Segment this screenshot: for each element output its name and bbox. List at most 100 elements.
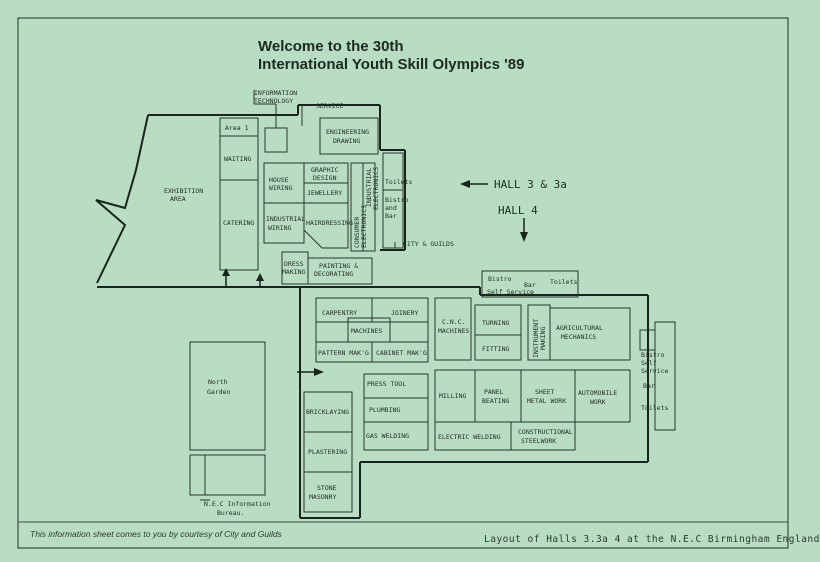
label-north-garden: North bbox=[208, 378, 228, 386]
label-industrial-electronics: INDUSTRIAL bbox=[365, 168, 373, 207]
room-bistro-right bbox=[654, 321, 676, 431]
svg-text:MAKING: MAKING bbox=[539, 326, 547, 350]
label-graphic-design: GRAPHIC bbox=[311, 166, 338, 174]
svg-text:ELECTRONICS: ELECTRONICS bbox=[360, 205, 368, 248]
label-hall-4: HALL 4 bbox=[498, 204, 538, 217]
label-milling: MILLING bbox=[439, 392, 466, 400]
svg-text:Self Service: Self Service bbox=[487, 288, 534, 296]
area-north-garden bbox=[189, 341, 266, 451]
label-fitting: FITTING bbox=[482, 345, 509, 353]
room-automobile-work bbox=[574, 369, 631, 423]
title-line-1: Welcome to the 30th bbox=[258, 38, 404, 55]
label-cnc-machines: C.N.C. bbox=[442, 318, 465, 326]
room-industrial-wiring bbox=[263, 202, 305, 244]
label-machines: MACHINES bbox=[351, 327, 382, 335]
label-panel-beating: PANEL bbox=[484, 388, 504, 396]
label-jewellery: JEWELLERY bbox=[307, 189, 342, 197]
room-cnc-machines bbox=[434, 297, 472, 361]
hall-3-building bbox=[95, 104, 480, 288]
room-industrial-electronics bbox=[362, 162, 376, 252]
floor-plan: INFORMATION TECHNOLOGY SERVICE EXHIBITIO… bbox=[17, 17, 789, 549]
svg-text:MECHANICS: MECHANICS bbox=[561, 333, 596, 341]
label-agricultural-mechanics: AGRICULTURAL bbox=[556, 324, 603, 332]
label-hall-3-3a: HALL 3 & 3a bbox=[494, 178, 567, 191]
svg-text:Toilets: Toilets bbox=[641, 404, 668, 412]
label-joinery: JOINERY bbox=[391, 309, 418, 317]
sheet-border bbox=[17, 17, 789, 549]
svg-text:MACHINES: MACHINES bbox=[438, 327, 469, 335]
svg-text:Bureau.: Bureau. bbox=[217, 509, 244, 517]
layout-sheet: Welcome to the 30th International Youth … bbox=[17, 17, 819, 549]
room-gas-welding bbox=[363, 421, 429, 451]
label-consumer-electronics: CONSUMER bbox=[353, 217, 361, 248]
label-waiting: WAITING bbox=[224, 155, 251, 163]
room-stone-masonry bbox=[303, 471, 353, 513]
label-engineering-drawing: ENGINEERING bbox=[326, 128, 369, 136]
svg-text:AREA: AREA bbox=[170, 195, 186, 203]
hall-4-building bbox=[299, 287, 649, 519]
footer-credit: This information sheet comes to you by c… bbox=[30, 529, 282, 539]
label-press-tool: PRESS TOOL bbox=[367, 380, 406, 388]
label-painting-decorating: PAINTING & bbox=[319, 262, 358, 270]
svg-text:and: and bbox=[385, 204, 397, 212]
label-bistro-right: Bistro bbox=[641, 351, 665, 359]
label-service: SERVICE bbox=[316, 102, 343, 110]
room-hairdressing bbox=[303, 202, 349, 249]
label-cabinet-making: CABINET MAK'G bbox=[376, 349, 427, 357]
label-hairdressing: HAIRDRESSING bbox=[306, 219, 353, 227]
svg-text:Service: Service bbox=[641, 367, 668, 375]
svg-text:METAL WORK: METAL WORK bbox=[527, 397, 566, 405]
label-bricklaying: BRICKLAYING bbox=[306, 408, 349, 416]
label-electric-welding: ELECTRIC WELDING bbox=[438, 433, 501, 441]
label-city-guilds: CITY & GUILDS bbox=[403, 240, 454, 248]
it-room bbox=[264, 127, 288, 153]
svg-text:Bar: Bar bbox=[643, 382, 655, 390]
room-engineering-drawing bbox=[319, 117, 379, 155]
svg-text:MAKING: MAKING bbox=[282, 268, 306, 276]
label-plumbing: PLUMBING bbox=[369, 406, 400, 414]
svg-text:Self: Self bbox=[641, 359, 657, 367]
label-bistro-mid: Bistro bbox=[488, 275, 512, 283]
room-agricultural-mechanics bbox=[549, 307, 631, 361]
label-instrument-making: INSTRUMENT bbox=[532, 319, 540, 358]
label-pattern-making: PATTERN MAK'G bbox=[318, 349, 369, 357]
label-area-1: Area 1 bbox=[225, 124, 249, 132]
title-line-2: International Youth Skill Olympics '89 bbox=[258, 56, 525, 73]
room-cabinet-making bbox=[371, 341, 429, 363]
label-plastering: PLASTERING bbox=[308, 448, 347, 456]
label-exhibition-area: EXHIBITION bbox=[164, 187, 203, 195]
svg-text:DESIGN: DESIGN bbox=[313, 174, 337, 182]
room-bistro-self-service bbox=[481, 270, 579, 298]
label-stone-masonry: STONE bbox=[317, 484, 337, 492]
label-toilets-top: Toilets bbox=[385, 178, 412, 186]
label-dress-making: DRESS bbox=[284, 260, 304, 268]
exhibition-wall bbox=[95, 114, 149, 284]
svg-text:MASONRY: MASONRY bbox=[309, 493, 336, 501]
svg-text:Bar: Bar bbox=[524, 281, 536, 289]
svg-text:Garden: Garden bbox=[207, 388, 231, 396]
svg-text:TECHNOLOGY: TECHNOLOGY bbox=[254, 97, 293, 105]
svg-text:STEELWORK: STEELWORK bbox=[521, 437, 556, 445]
svg-text:WIRING: WIRING bbox=[269, 184, 293, 192]
room-sheet-metal-work bbox=[520, 369, 576, 423]
svg-text:DECORATING: DECORATING bbox=[314, 270, 353, 278]
label-info-bureau: N.E.C Information bbox=[204, 500, 271, 508]
room-fitting bbox=[474, 334, 522, 361]
room-joinery bbox=[371, 297, 429, 323]
label-bistro-bar-top: Bistro bbox=[385, 196, 409, 204]
label-information-technology: INFORMATION bbox=[254, 89, 297, 97]
label-automobile-work: AUTOMOBILE bbox=[578, 389, 617, 397]
svg-text:Bar: Bar bbox=[385, 212, 397, 220]
label-house-wiring: HOUSE bbox=[269, 176, 289, 184]
label-gas-welding: GAS WELDING bbox=[366, 432, 409, 440]
label-turning: TURNING bbox=[482, 319, 509, 327]
svg-text:ELECTRONICS: ELECTRONICS bbox=[372, 167, 380, 210]
label-sheet-metal-work: SHEET bbox=[535, 388, 555, 396]
room-toilets-bistro-top bbox=[382, 152, 404, 249]
label-industrial-wiring: INDUSTRIAL bbox=[266, 215, 305, 223]
label-constructional-steelwork: CONSTRUCTIONAL bbox=[518, 428, 573, 436]
room-constructional-steelwork bbox=[510, 421, 576, 451]
label-carpentry: CARPENTRY bbox=[322, 309, 357, 317]
svg-text:WORK: WORK bbox=[590, 398, 606, 406]
svg-text:BEATING: BEATING bbox=[482, 397, 509, 405]
